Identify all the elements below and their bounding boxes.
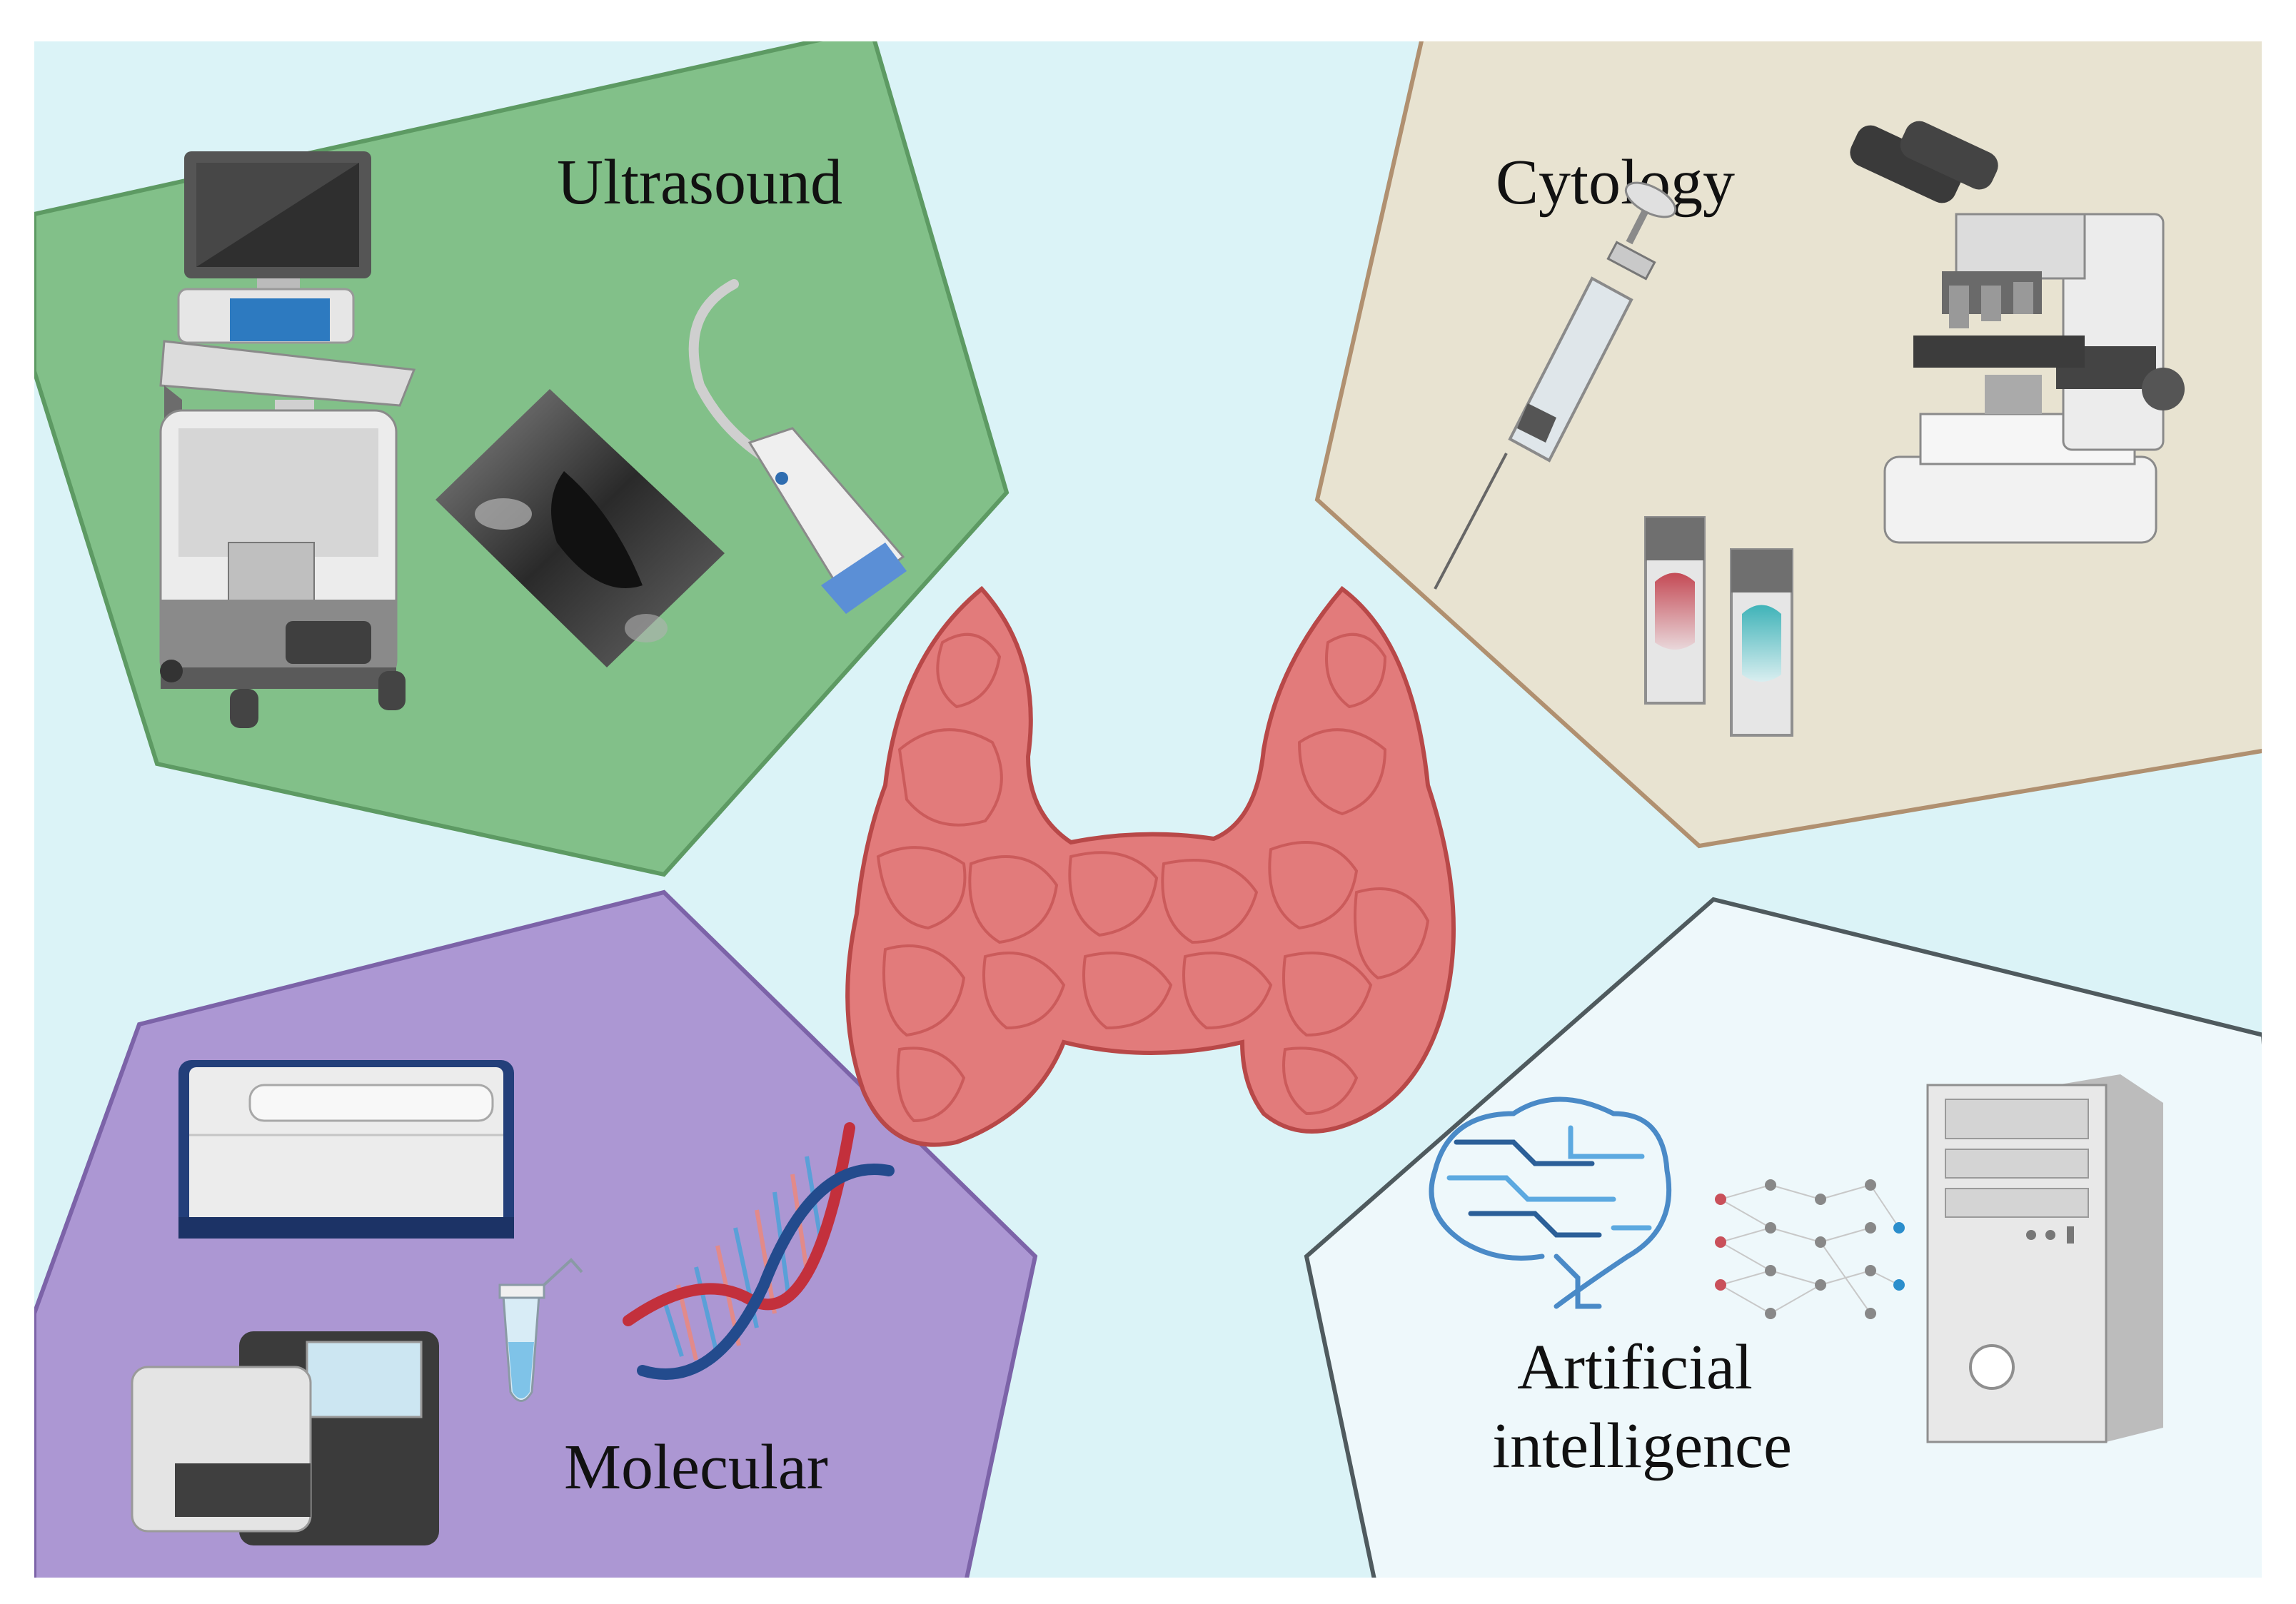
thyroid-gland-icon [845,585,1456,1147]
microtube-icon [498,1258,583,1402]
ultrasound-machine-icon [159,151,416,728]
ai-label-line2: intelligence [1492,1411,1792,1481]
molecular-panel: Molecular [34,889,1038,1578]
molecular-label: Molecular [564,1432,828,1503]
ultrasound-label: Ultrasound [557,147,842,218]
ultrasound-panel: Ultrasound [34,41,1009,877]
sequencer-icon [178,1060,514,1239]
ai-label-line1: Artificial [1517,1332,1753,1403]
pcr-machine-icon [131,1331,439,1545]
microscope-icon [1850,121,2185,544]
circuit-brain-icon [1429,1096,1672,1309]
ultrasound-probe-icon [688,279,907,614]
ai-panel: Artificial intelligence [1304,897,2262,1578]
sample-vials-icon [1644,516,1793,737]
dna-helix-icon [623,1122,895,1380]
cytology-label: Cytology [1496,147,1735,218]
neural-network-icon [1715,1179,1905,1319]
cytology-panel: Cytology [1314,41,2262,849]
ultrasound-image-icon [435,389,725,667]
syringe-icon [1434,181,1677,590]
computer-tower-icon [1926,1074,2163,1443]
